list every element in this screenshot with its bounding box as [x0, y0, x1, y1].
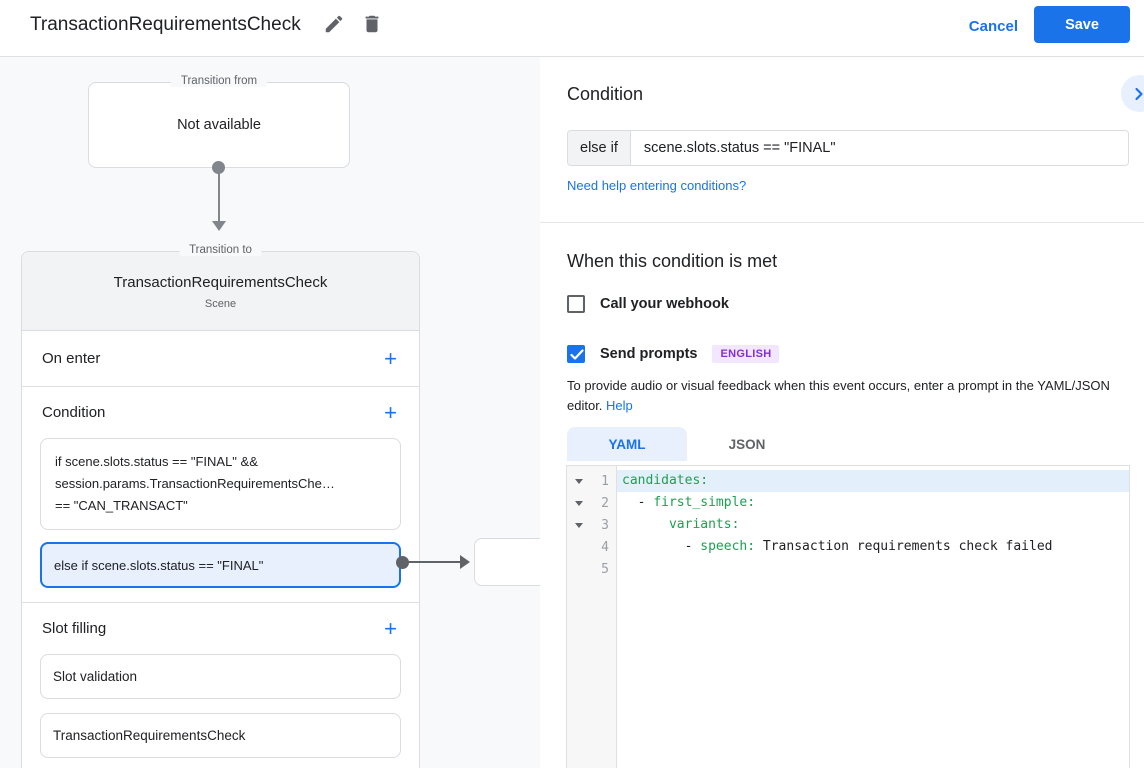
code-segment: first_simple:: [653, 495, 756, 510]
editor-format-tabs: YAML JSON: [567, 427, 807, 461]
condition-expression-input[interactable]: [630, 131, 1128, 165]
save-button[interactable]: Save: [1034, 6, 1130, 43]
add-condition-icon[interactable]: +: [384, 399, 397, 425]
code-segment: speech:: [700, 539, 756, 554]
panel-title: Condition: [567, 84, 644, 104]
condition-input-group: else if: [567, 130, 1129, 166]
line-number: 2: [601, 495, 609, 511]
when-met-title: When this condition is met: [567, 251, 778, 271]
condition-section: Condition + if scene.slots.status == "FI…: [22, 387, 419, 603]
call-webhook-checkbox[interactable]: [567, 295, 585, 313]
gutter-line: 1: [567, 470, 616, 492]
code-line[interactable]: - first_simple:: [617, 492, 1129, 514]
condition-section-label: Condition: [42, 404, 106, 421]
webhook-row: Call your webhook: [567, 295, 729, 313]
code-line[interactable]: candidates:: [617, 470, 1129, 492]
panel-divider: [540, 222, 1144, 223]
fold-caret-icon[interactable]: [575, 500, 583, 506]
cancel-button[interactable]: Cancel: [968, 18, 1018, 35]
send-prompts-checkbox[interactable]: [567, 345, 585, 363]
editor-code[interactable]: candidates: - first_simple: variants: - …: [617, 466, 1129, 768]
line-number: 3: [601, 517, 609, 533]
fold-caret-icon[interactable]: [575, 478, 583, 484]
connector-dot: [212, 161, 225, 174]
condition-item-1[interactable]: if scene.slots.status == "FINAL" && sess…: [40, 438, 401, 530]
slot-filling-header: Slot filling +: [22, 603, 419, 654]
checkmark-icon: [570, 349, 584, 360]
yaml-code-editor[interactable]: 1 2 3 4 5 candidates: - first_simple: varian…: [566, 465, 1130, 768]
connector-arrowhead-icon: [212, 221, 226, 231]
transition-from-legend: Transition from: [170, 75, 268, 87]
prompt-description: To provide audio or visual feedback when…: [567, 376, 1128, 416]
call-webhook-label: Call your webhook: [600, 296, 729, 312]
editor-gutter: 1 2 3 4 5: [567, 466, 617, 768]
on-enter-label: On enter: [42, 350, 101, 367]
line-number: 1: [601, 473, 609, 489]
condition-item-2-selected[interactable]: else if scene.slots.status == "FINAL": [40, 542, 401, 588]
scene-card-subtitle: Scene: [204, 298, 237, 310]
delete-scene-button[interactable]: [360, 13, 384, 37]
line-number: 5: [601, 561, 609, 577]
scene-card-title: TransactionRequirementsCheck: [113, 274, 328, 291]
code-segment: Transaction requirements check failed: [755, 539, 1053, 554]
edge-dot: [396, 556, 409, 569]
code-line[interactable]: variants:: [617, 514, 1129, 536]
on-enter-row[interactable]: On enter +: [22, 331, 419, 387]
slot-filling-label: Slot filling: [42, 620, 107, 637]
tab-yaml[interactable]: YAML: [567, 427, 687, 461]
condition-line: session.params.TransactionRequirementsCh…: [55, 476, 335, 491]
gutter-line: 3: [567, 514, 616, 536]
transition-to-legend: Transition to: [179, 244, 262, 256]
condition-prefix-label: else if: [568, 131, 631, 165]
prompt-description-text: To provide audio or visual feedback when…: [567, 378, 1110, 413]
scene-card: Transition to TransactionRequirementsChe…: [21, 244, 420, 768]
condition-section-header: Condition +: [22, 387, 419, 438]
slot-filling-section: Slot filling + Slot validation Transacti…: [22, 603, 419, 758]
gutter-line: 2: [567, 492, 616, 514]
pencil-icon: [323, 15, 345, 38]
tab-json[interactable]: JSON: [728, 436, 766, 452]
gutter-line: 5: [567, 558, 616, 580]
edge-arrowhead-icon: [460, 555, 470, 569]
language-badge: ENGLISH: [712, 345, 780, 363]
scene-card-header[interactable]: TransactionRequirementsCheck Scene: [22, 252, 419, 331]
collapse-panel-button[interactable]: [1121, 75, 1144, 112]
condition-editor-panel: Condition else if Need help entering con…: [540, 57, 1144, 768]
code-line[interactable]: [617, 558, 1129, 580]
edit-title-button[interactable]: [322, 13, 346, 37]
fold-caret-icon[interactable]: [575, 522, 583, 528]
trash-icon: [361, 15, 383, 38]
help-link[interactable]: Help: [606, 398, 633, 413]
code-line[interactable]: - speech: Transaction requirements check…: [617, 536, 1129, 558]
code-segment: -: [622, 539, 701, 554]
slot-item[interactable]: TransactionRequirementsCheck: [40, 713, 401, 758]
condition-line: if scene.slots.status == "FINAL" &&: [55, 454, 258, 469]
top-bar: TransactionRequirementsCheck Cancel Save: [0, 0, 1144, 57]
code-segment: candidates:: [622, 473, 709, 488]
transition-target-box[interactable]: [474, 538, 540, 586]
line-number: 4: [601, 539, 609, 555]
slot-validation-item[interactable]: Slot validation: [40, 654, 401, 699]
conditions-help-link[interactable]: Need help entering conditions?: [567, 178, 747, 193]
page-title: TransactionRequirementsCheck: [30, 14, 301, 35]
transition-from-box[interactable]: Transition from Not available: [88, 75, 350, 168]
add-on-enter-icon[interactable]: +: [384, 345, 397, 371]
condition-line: == "CAN_TRANSACT": [55, 498, 188, 513]
prompts-row: Send prompts ENGLISH: [567, 345, 780, 363]
gutter-line: 4: [567, 536, 616, 558]
transition-from-value: Not available: [177, 117, 261, 133]
connector-line: [218, 169, 220, 221]
add-slot-icon[interactable]: +: [384, 615, 397, 641]
scene-diagram-canvas: Transition from Not available Transition…: [0, 57, 540, 768]
code-segment: variants:: [668, 517, 740, 532]
code-segment: -: [622, 495, 654, 510]
edge-line: [406, 561, 460, 563]
section-divider: [22, 602, 419, 603]
send-prompts-label: Send prompts: [600, 346, 698, 362]
code-segment: [622, 517, 669, 532]
